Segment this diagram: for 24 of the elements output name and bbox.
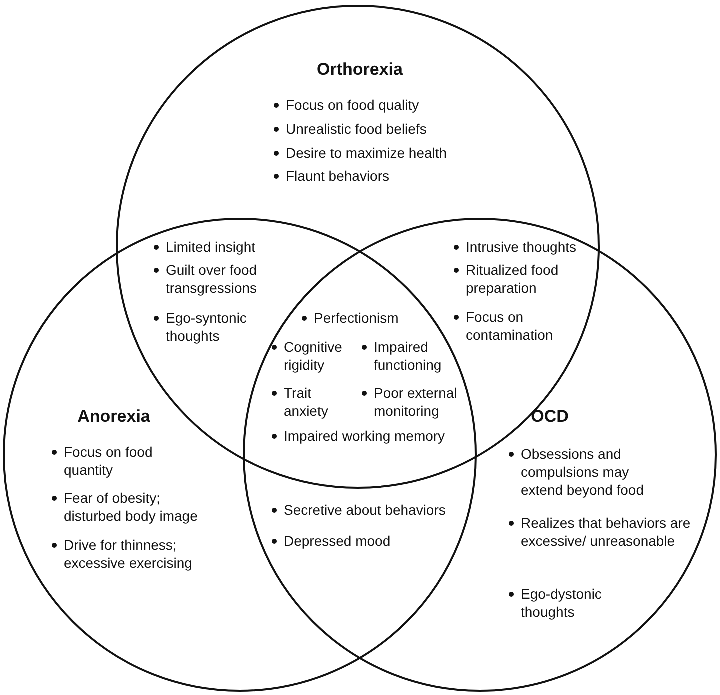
bullet-item: Trait anxiety xyxy=(270,384,339,420)
bullet-item: Flaunt behaviors xyxy=(272,167,390,185)
bullet-item: Perfectionism xyxy=(300,309,399,327)
circle-heading: Orthorexia xyxy=(317,60,403,80)
bullet-item: Realizes that behaviors are excessive/ unreasonable xyxy=(507,514,691,550)
bullet-item: Guilt over food transgressions xyxy=(152,261,281,297)
bullet-item: Intrusive thoughts xyxy=(452,238,577,256)
bullet-item: Drive for thinness; excessive exercising xyxy=(50,536,214,572)
bullet-item: Ego-syntonic thoughts xyxy=(152,309,266,345)
circle-heading: OCD xyxy=(531,407,569,427)
bullet-item: Secretive about behaviors xyxy=(270,501,446,519)
bullet-item: Unrealistic food beliefs xyxy=(272,120,427,138)
bullet-item: Focus on food quality xyxy=(272,96,420,114)
bullet-item: Ritualized food preparation xyxy=(452,261,581,297)
bullet-item: Poor external monitoring xyxy=(360,384,474,420)
circle-heading: Anorexia xyxy=(78,407,150,427)
bullet-item: Fear of obesity; disturbed body image xyxy=(50,489,214,525)
bullet-item: Ego-dystonic thoughts xyxy=(507,585,621,621)
bullet-item: Depressed mood xyxy=(270,532,391,550)
bullet-item: Desire to maximize health xyxy=(272,144,448,162)
bullet-item: Impaired working memory xyxy=(270,427,446,445)
bullet-item: Obsessions and compulsions may extend beyond food xyxy=(507,445,651,499)
bullet-item: Focus on food quantity xyxy=(50,443,174,479)
bullet-item: Limited insight xyxy=(152,238,256,256)
